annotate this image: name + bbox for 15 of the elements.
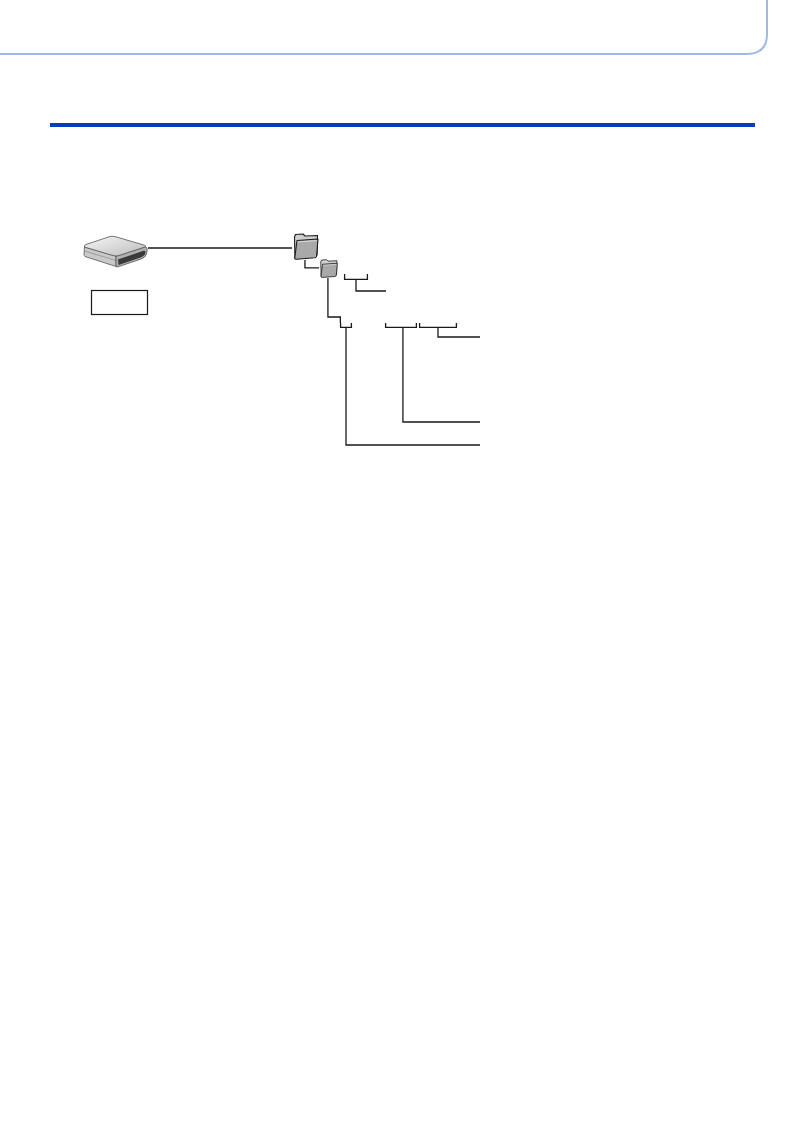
leader-line: [402, 327, 481, 423]
bracket: [419, 323, 457, 328]
leader-line: [355, 279, 387, 292]
connector-line: [304, 259, 320, 269]
folder-icon: [292, 233, 319, 260]
disk-drive-icon: [83, 235, 148, 268]
bracket: [344, 274, 368, 280]
empty-box: [91, 290, 148, 315]
bracket: [385, 323, 417, 328]
connector-line: [327, 277, 341, 324]
leader-line: [437, 327, 481, 338]
leader-line: [345, 327, 481, 446]
connector-line: [147, 247, 293, 249]
bracket: [340, 323, 352, 328]
folder-icon: [319, 259, 338, 278]
